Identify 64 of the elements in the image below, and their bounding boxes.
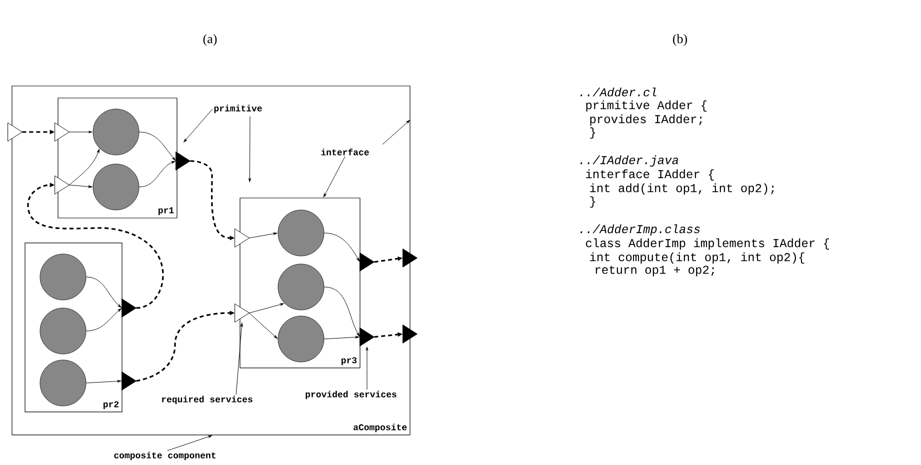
circle xyxy=(278,316,324,362)
file-path: ../Adder.cl xyxy=(580,88,656,96)
arrow xyxy=(68,148,100,186)
panel-label: (b) xyxy=(672,34,688,46)
arrow xyxy=(138,132,176,161)
filled-triangle xyxy=(360,252,374,272)
file-path: ../IAdder.java xyxy=(580,155,678,167)
circle xyxy=(40,360,86,406)
circle xyxy=(40,308,86,354)
code-line: } xyxy=(590,127,596,139)
arrow xyxy=(248,303,284,314)
leader-line xyxy=(236,322,243,395)
component-box: pr2 xyxy=(24,242,122,412)
arrow xyxy=(324,286,360,336)
dashed-connector xyxy=(27,182,164,309)
arrow xyxy=(248,232,278,238)
file-path: ../AdderImp.class xyxy=(580,224,700,236)
arrow xyxy=(86,276,122,308)
filled-triangle xyxy=(402,248,418,268)
filled-triangle xyxy=(122,298,136,318)
open-triangle xyxy=(54,122,70,142)
callout-text: composite component xyxy=(114,452,216,460)
leader-line xyxy=(366,346,368,390)
leader-line xyxy=(382,120,410,145)
code-line: } xyxy=(590,196,596,208)
open-triangle xyxy=(8,122,22,142)
code-line: class AdderImp implements IAdder { xyxy=(586,238,829,250)
circle xyxy=(92,108,140,156)
callout-text: provided services xyxy=(306,390,396,400)
code-line: int compute(int op1, int op2){ xyxy=(590,252,804,264)
code-line: int add(int op1, int op2); xyxy=(590,183,774,195)
circle xyxy=(40,254,86,300)
filled-triangle xyxy=(402,324,418,344)
open-triangle xyxy=(54,176,70,194)
circle xyxy=(278,210,324,256)
code-line: return op1 + op2; xyxy=(596,266,714,276)
callout-text: primitive xyxy=(214,104,262,114)
filled-triangle xyxy=(176,152,190,170)
code-line: primitive Adder { xyxy=(586,100,707,112)
open-triangle xyxy=(234,304,250,322)
filled-triangle xyxy=(122,372,136,390)
filled-triangle xyxy=(360,328,374,346)
component-box: pr3 xyxy=(240,198,360,368)
arrow xyxy=(324,336,360,340)
circle xyxy=(278,264,324,310)
callout-text: interface xyxy=(321,148,369,156)
arrow xyxy=(86,380,122,384)
code-line: provides IAdder; xyxy=(590,114,702,126)
arrow xyxy=(68,130,92,134)
open-triangle xyxy=(234,228,250,248)
leader-line xyxy=(248,116,251,182)
component-box: pr1 xyxy=(58,98,178,218)
callout-text: required services xyxy=(162,396,252,404)
arrow xyxy=(68,184,92,188)
leader-line xyxy=(167,435,212,451)
arrow xyxy=(138,161,176,188)
arrow xyxy=(324,232,360,262)
leader-line xyxy=(184,108,213,142)
code-line: interface IAdder { xyxy=(586,169,714,181)
leader-line xyxy=(323,156,346,198)
arrow xyxy=(248,312,278,339)
circle xyxy=(92,164,140,210)
arrow xyxy=(86,308,122,332)
panel-label: (a) xyxy=(203,34,217,46)
